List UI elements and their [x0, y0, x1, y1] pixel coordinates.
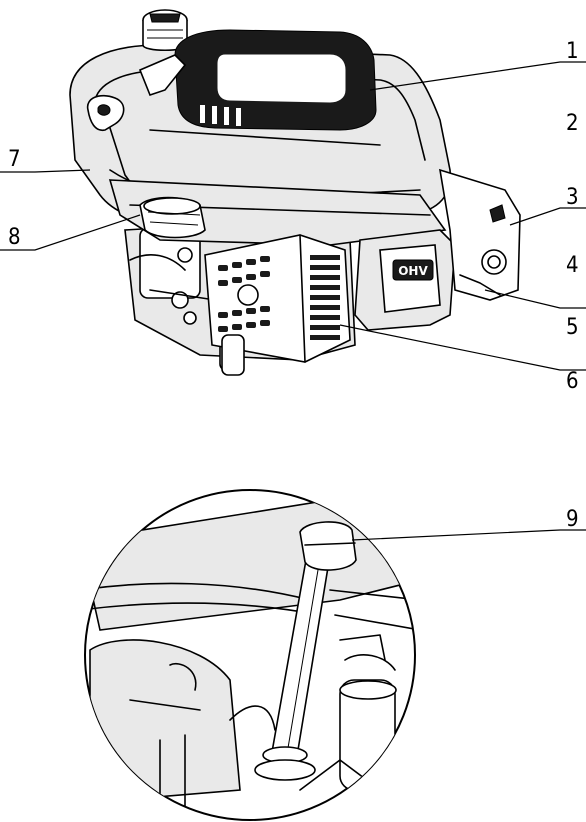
callout-numbers: 1 2 3 4 5 6 7 8 9	[8, 39, 579, 532]
dipstick	[254, 521, 357, 781]
callout-7: 7	[8, 147, 21, 172]
valve-cover: OHV	[354, 229, 456, 331]
top-cover-panel	[174, 29, 377, 131]
throttle-lever	[138, 54, 187, 96]
callout-6: 6	[566, 369, 579, 394]
callout-9: 9	[566, 507, 579, 532]
callout-2: 2	[566, 111, 579, 136]
callout-3: 3	[566, 185, 579, 210]
callout-leaders-top	[0, 61, 586, 371]
air-filter-housing	[69, 9, 451, 227]
callout-8: 8	[8, 225, 21, 250]
callout-1: 1	[566, 39, 579, 64]
muffler-guard	[204, 234, 351, 363]
crankshaft	[221, 334, 245, 376]
callout-4: 4	[566, 253, 579, 278]
engine-illustration: OHV	[69, 9, 521, 376]
carburetor	[139, 196, 206, 263]
fuel-tank-side	[438, 168, 521, 301]
ohv-logo-text: OHV	[398, 264, 428, 278]
callout-5: 5	[566, 315, 579, 340]
fuel-cap	[142, 9, 188, 52]
dipstick-detail	[84, 489, 586, 821]
